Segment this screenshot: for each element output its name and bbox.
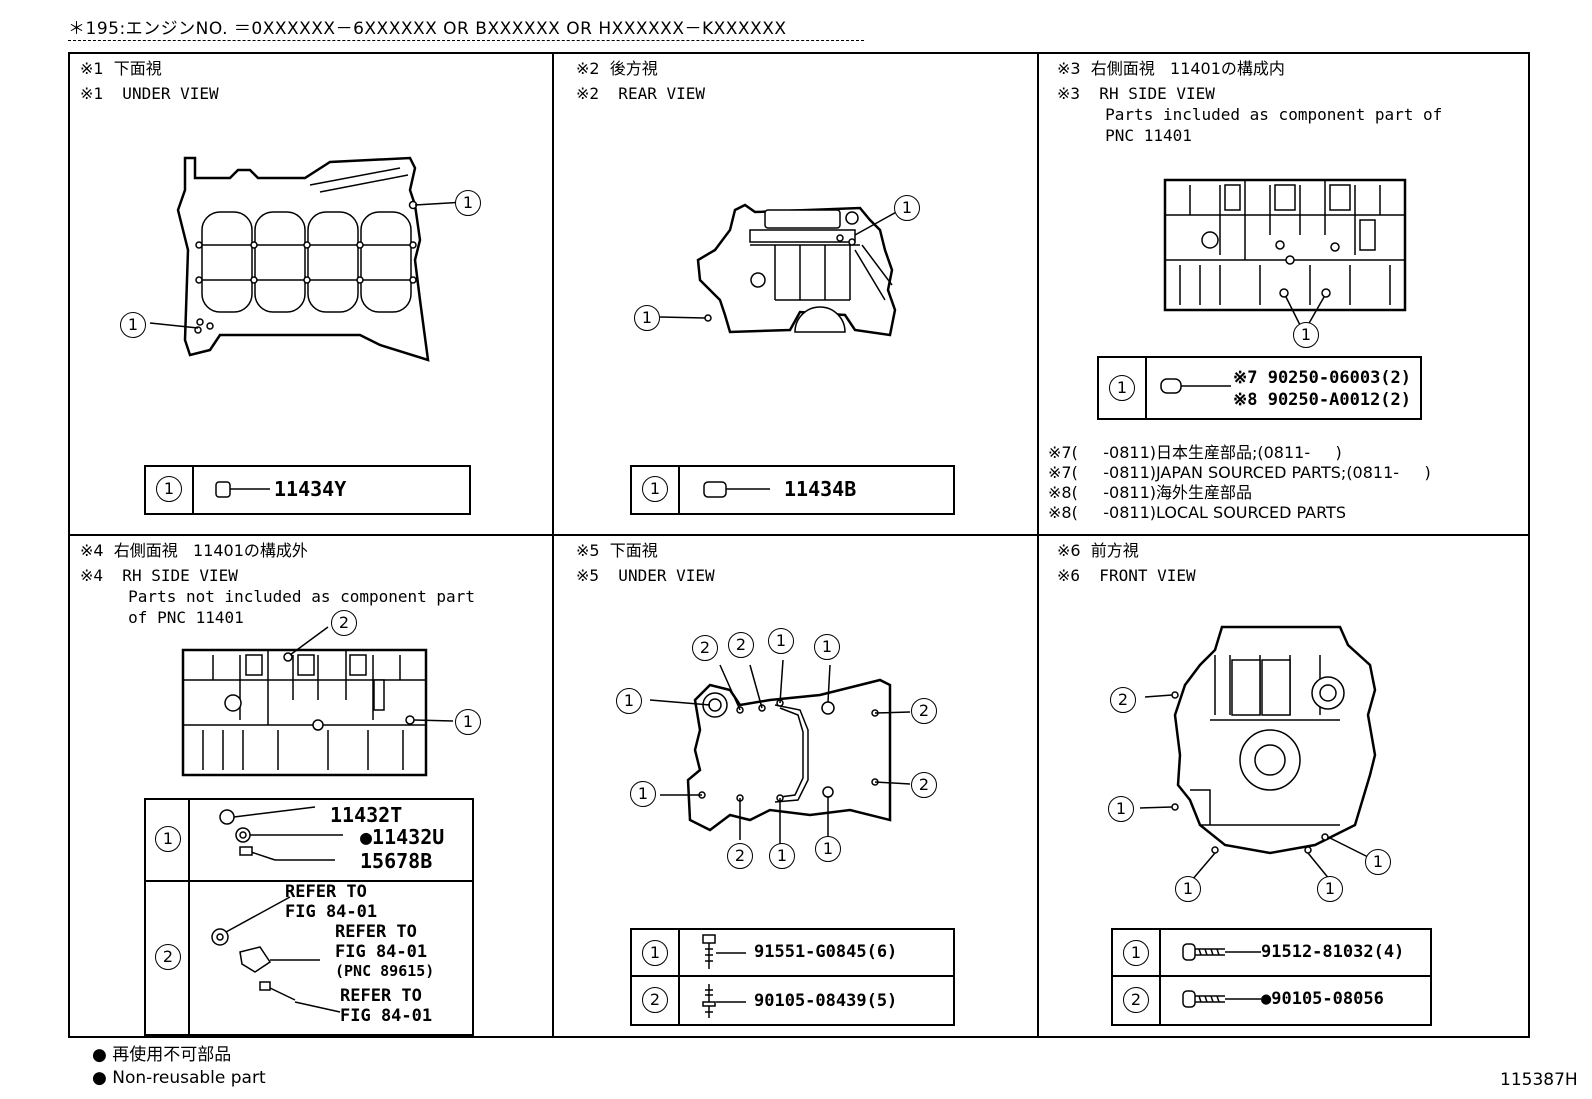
callout-1-top-c: 1 <box>768 628 794 654</box>
callout-1-left: 1 <box>120 312 146 338</box>
part-number-11432U: ●11432U <box>360 825 445 849</box>
parts-table-ref-2: 2 <box>632 977 680 1024</box>
parts-table: 1 91512-81032(4) 2 ●90105-08056 <box>1111 928 1432 1026</box>
panel-caption-en-2: Parts not included as component part <box>80 587 475 606</box>
parts-row-1: 11432T ●11432U 15678B <box>190 800 472 882</box>
callout-1-top-d: 1 <box>814 634 840 660</box>
legend-non-reusable-en: ● Non-reusable part <box>92 1068 266 1088</box>
callout-1-bottom: 1 <box>1293 322 1319 348</box>
header-underline <box>68 40 864 41</box>
callout-1-left: 1 <box>634 305 660 331</box>
callout-1-left-bottom: 1 <box>630 781 656 807</box>
grid-divider-v2 <box>1037 52 1039 1038</box>
callout-2-bottom: 2 <box>727 843 753 869</box>
panel-caption-jp: ※3 右側面視 11401の構成内 <box>1057 59 1285 78</box>
engine-block-rh-side-drawing <box>181 626 454 777</box>
figure-id: 115387H <box>1500 1070 1578 1090</box>
callout-2-left: 2 <box>1110 687 1136 713</box>
part-number-15678B: 15678B <box>360 849 433 873</box>
sourcing-note-3: ※8( -0811)海外生産部品 <box>1048 483 1252 502</box>
part-number: 90105-08439(5) <box>754 991 898 1011</box>
parts-row-1: 91512-81032(4) <box>1161 930 1430 977</box>
callout-2-top-a: 2 <box>692 635 718 661</box>
panel-caption-en-3: of PNC 11401 <box>80 608 244 627</box>
sourcing-note-1: ※7( -0811)日本生産部品;(0811- ) <box>1048 443 1342 462</box>
panel-caption-en: ※6 FRONT VIEW <box>1057 566 1196 585</box>
part-number-line-2: ※8 90250-A0012(2) <box>1233 390 1412 410</box>
parts-table-ref-2: 2 <box>146 882 190 1034</box>
callout-1-top-right: 1 <box>894 195 920 221</box>
oil-pan-under-view-drawing <box>649 659 911 845</box>
parts-row-1: 91551-G0845(6) <box>680 930 953 977</box>
refer-fig-1: FIG 84-01 <box>285 902 378 922</box>
panel-caption-en: ※3 RH SIDE VIEW <box>1057 84 1215 103</box>
callout-1-left: 1 <box>1108 796 1134 822</box>
callout-2-top-b: 2 <box>728 632 754 658</box>
refer-fig-3: FIG 84-01 <box>340 1006 433 1026</box>
panel-caption-jp: ※1 下面視 <box>80 59 162 78</box>
legend-non-reusable-jp: ● 再使用不可部品 <box>92 1045 232 1065</box>
sourcing-note-4: ※8( -0811)LOCAL SOURCED PARTS <box>1048 503 1346 522</box>
callout-1-bottom-left: 1 <box>1175 876 1201 902</box>
panel-caption-en: ※5 UNDER VIEW <box>576 566 715 585</box>
panel-caption-jp: ※2 後方視 <box>576 59 658 78</box>
panel-caption-en: ※1 UNDER VIEW <box>80 84 219 103</box>
part-number-line-1: ※7 90250-06003(2) <box>1233 368 1412 388</box>
sourcing-note-2: ※7( -0811)JAPAN SOURCED PARTS;(0811- ) <box>1048 463 1431 482</box>
callout-2-top: 2 <box>331 610 357 636</box>
refer-pnc: (PNC 89615) <box>335 962 435 980</box>
callout-1-right: 1 <box>1365 849 1391 875</box>
part-number-11432T: 11432T <box>330 803 403 827</box>
parts-table: 1 11434B <box>630 465 955 515</box>
parts-table: 1 11432T ●11432U 15678B 2 <box>144 798 474 1036</box>
panel-caption-jp: ※6 前方視 <box>1057 541 1139 560</box>
callout-2-right-a: 2 <box>911 698 937 724</box>
parts-row-2: 90105-08439(5) <box>680 977 953 1024</box>
panel-caption-en-3: PNC 11401 <box>1057 126 1192 145</box>
parts-table: 1 91551-G0845(6) 2 90105-08439(5) <box>630 928 955 1026</box>
callout-1-top-right: 1 <box>455 190 481 216</box>
engine-block-under-view-drawing <box>149 156 466 362</box>
panel-caption-en: ※2 REAR VIEW <box>576 84 705 103</box>
parts-table-ref-2: 2 <box>1113 977 1161 1024</box>
callout-1-left-top: 1 <box>616 688 642 714</box>
refer-to-label-2: REFER TO <box>335 922 417 942</box>
grid-divider-h <box>68 534 1530 536</box>
panel-caption-jp: ※4 右側面視 11401の構成外 <box>80 541 308 560</box>
parts-row-2: REFER TO FIG 84-01 REFER TO FIG 84-01 (P… <box>190 882 472 1034</box>
callout-1-bottom-b: 1 <box>815 836 841 862</box>
parts-row-2: ●90105-08056 <box>1161 977 1430 1024</box>
grid-divider-v1 <box>552 52 554 1038</box>
parts-table-ref-1: 1 <box>1113 930 1161 977</box>
panel-caption-en: ※4 RH SIDE VIEW <box>80 566 238 585</box>
callout-1-bottom-a: 1 <box>769 843 795 869</box>
applicability-condition: ＊195:エンジンNO. ＝0XXXXXX－6XXXXXX OR BXXXXXX… <box>68 19 787 39</box>
engine-block-rh-side-drawing <box>1163 178 1407 326</box>
parts-table-ref: 1 <box>1099 358 1147 418</box>
diagram-grid <box>68 52 1530 1038</box>
part-number: 91551-G0845(6) <box>754 942 898 962</box>
panel-caption-jp: ※5 下面視 <box>576 541 658 560</box>
parts-table-ref: 1 <box>146 467 194 513</box>
callout-1-right: 1 <box>455 709 481 735</box>
part-number: 11434Y <box>274 477 347 501</box>
callout-1-bottom-right: 1 <box>1317 876 1343 902</box>
part-number: 11434B <box>784 477 857 501</box>
part-number: ●90105-08056 <box>1261 989 1384 1009</box>
engine-block-rear-view-drawing <box>659 203 901 337</box>
parts-table-ref: 1 <box>632 467 680 513</box>
refer-to-label-1: REFER TO <box>285 882 367 902</box>
part-number: 91512-81032(4) <box>1261 942 1405 962</box>
panel-caption-en-2: Parts included as component part of <box>1057 105 1443 124</box>
engine-block-front-view-drawing <box>1139 625 1377 881</box>
refer-fig-2: FIG 84-01 <box>335 942 428 962</box>
parts-table: 1 ※7 90250-06003(2) ※8 90250-A0012(2) <box>1097 356 1422 420</box>
parts-table-ref-1: 1 <box>146 800 190 882</box>
parts-table-ref-1: 1 <box>632 930 680 977</box>
callout-2-right-b: 2 <box>911 772 937 798</box>
parts-table: 1 11434Y <box>144 465 471 515</box>
refer-to-label-3: REFER TO <box>340 986 422 1006</box>
